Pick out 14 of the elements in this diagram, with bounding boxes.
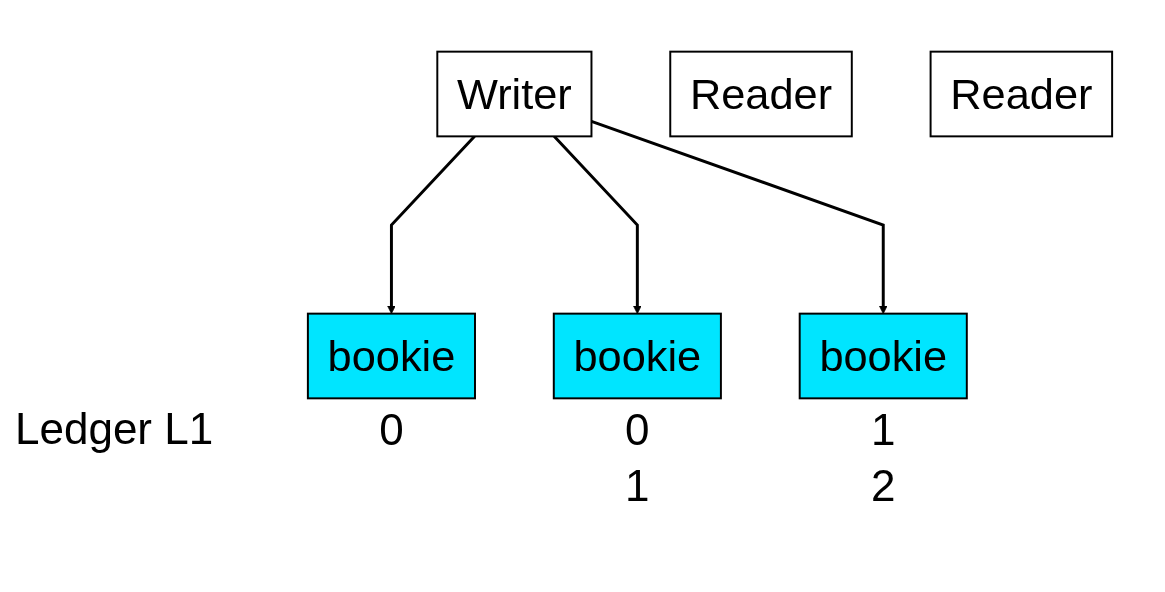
value-text: 0	[624, 404, 651, 457]
process-box: bookie	[552, 312, 722, 400]
process-box: bookie	[798, 312, 968, 400]
value-text: 1	[624, 460, 651, 513]
value-text: 0	[378, 404, 405, 457]
row-label: Ledger L1	[15, 404, 214, 455]
arrow	[553, 135, 642, 315]
process-box: Reader	[929, 50, 1114, 138]
arrow	[387, 135, 476, 315]
value-text: 1	[870, 404, 897, 457]
process-box: bookie	[306, 312, 476, 400]
value-text: 2	[870, 460, 897, 513]
process-box: Writer	[436, 50, 593, 138]
process-box: Reader	[669, 50, 853, 138]
